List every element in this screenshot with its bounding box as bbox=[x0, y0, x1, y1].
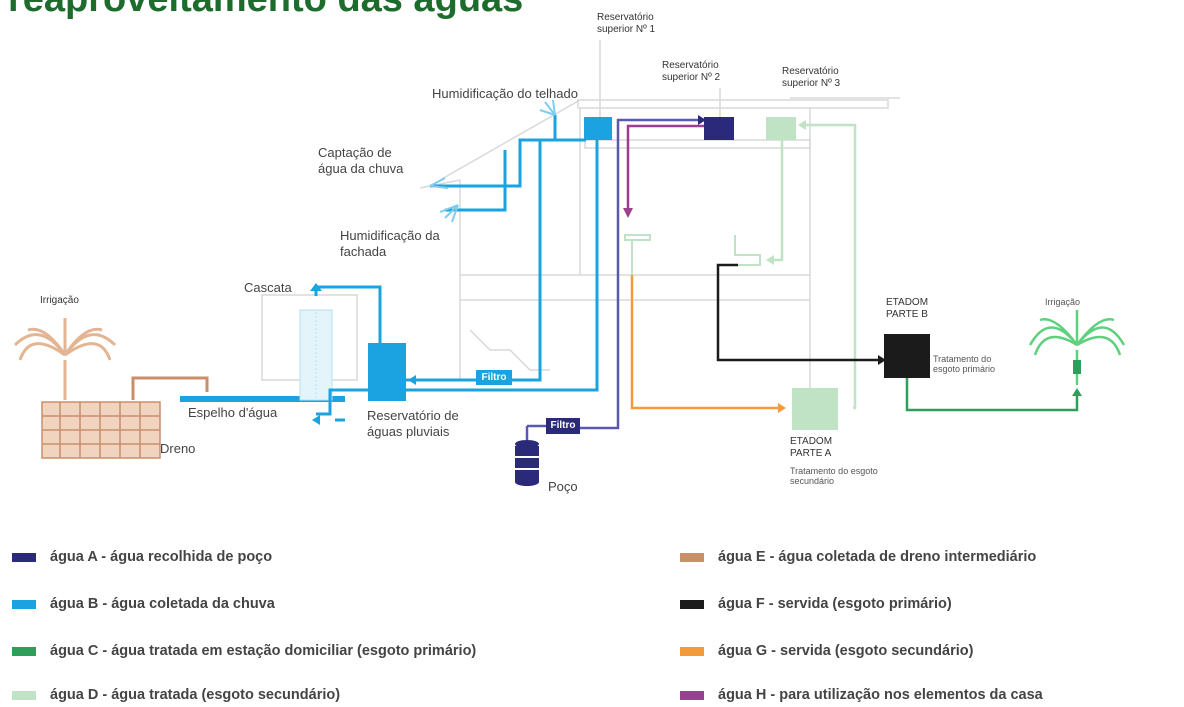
irrigation-sprinkler-left bbox=[13, 318, 117, 400]
legend-item-c: água C - água tratada em estação domicil… bbox=[12, 639, 476, 663]
legend-text-g: água G - servida (esgoto secundário) bbox=[718, 643, 974, 659]
legend-item-g: água G - servida (esgoto secundário) bbox=[680, 639, 973, 663]
line-water-f bbox=[716, 263, 882, 362]
legend-item-f: água F - servida (esgoto primário) bbox=[680, 592, 952, 616]
etadom-part-a bbox=[792, 388, 838, 430]
water-reuse-diagram bbox=[13, 40, 1126, 486]
label-drain: Dreno bbox=[160, 441, 196, 456]
label-cascade: Cascata bbox=[244, 280, 292, 295]
legend-swatch-d bbox=[12, 690, 36, 700]
line-water-b bbox=[314, 115, 599, 422]
well bbox=[515, 440, 539, 486]
label-reflecting-pool: Espelho d'água bbox=[188, 405, 278, 420]
facade-humidification-spray bbox=[439, 204, 459, 223]
drain-brick bbox=[41, 401, 161, 459]
legend-swatch-a bbox=[12, 552, 36, 562]
legend-item-h: água H - para utilização nos elementos d… bbox=[680, 683, 1043, 707]
rain-filter-label: Filtro bbox=[476, 370, 512, 385]
legend-swatch-f bbox=[680, 599, 704, 609]
legend-item-d: água D - água tratada (esgoto secundário… bbox=[12, 683, 340, 707]
legend-text-a: água A - água recolhida de poço bbox=[50, 549, 273, 565]
line-water-h bbox=[626, 124, 704, 210]
legend-swatch-h bbox=[680, 690, 704, 700]
line-water-a bbox=[580, 118, 700, 430]
diagram-title: reaproveitamento das águas bbox=[8, 0, 523, 21]
label-irrigation-right: Irrigação bbox=[1045, 297, 1081, 307]
rainwater-reservoir bbox=[368, 343, 406, 401]
legend-swatch-e bbox=[680, 552, 704, 562]
roof-humidification-spray bbox=[539, 99, 556, 116]
legend-text-h: água H - para utilização nos elementos d… bbox=[718, 687, 1043, 703]
legend-text-e: água E - água coletada de dreno intermed… bbox=[718, 549, 1037, 565]
legend-text-f: água F - servida (esgoto primário) bbox=[718, 596, 952, 612]
reflecting-pool bbox=[180, 396, 345, 402]
label-upper-reservoir-1: Reservatório superior Nº 1 bbox=[597, 12, 656, 35]
legend-swatch-b bbox=[12, 599, 36, 609]
legend-item-b: água B - água coletada da chuva bbox=[12, 592, 275, 616]
irrigation-sprinkler-right bbox=[1028, 310, 1126, 385]
legend-text-b: água B - água coletada da chuva bbox=[50, 596, 275, 612]
etadom-part-b bbox=[884, 334, 930, 378]
legend-item-a: água A - água recolhida de poço bbox=[12, 545, 272, 569]
legend-text-c: água C - água tratada em estação domicil… bbox=[50, 643, 477, 659]
well-filter-label: Filtro bbox=[550, 420, 576, 431]
label-etadom-a: ETADOM PARTE A bbox=[790, 436, 833, 459]
label-etadom-b: ETADOM PARTE B bbox=[886, 297, 929, 320]
legend-swatch-c bbox=[12, 646, 36, 656]
cascade bbox=[299, 309, 333, 401]
line-water-e bbox=[131, 376, 209, 400]
upper-reservoir-3 bbox=[766, 117, 796, 140]
label-rainwater-reservoir: Reservatório de águas pluviais bbox=[367, 408, 459, 439]
upper-reservoir-2 bbox=[704, 117, 734, 140]
house-outline bbox=[261, 99, 889, 400]
bathroom-fixtures bbox=[624, 234, 761, 275]
label-rain-capture: Captação de água da chuva bbox=[318, 145, 404, 176]
upper-reservoir-1 bbox=[584, 117, 612, 140]
rain-capture-spray bbox=[429, 177, 449, 189]
label-irrigation-left: Irrigação bbox=[40, 295, 79, 306]
label-facade-humidification: Humidificação da fachada bbox=[340, 228, 440, 259]
label-roof-humidification: Humidificação do telhado bbox=[432, 86, 578, 101]
label-well: Poço bbox=[548, 479, 578, 494]
label-upper-reservoir-3: Reservatório superior Nº 3 bbox=[782, 66, 841, 89]
legend-item-e: água E - água coletada de dreno intermed… bbox=[680, 545, 1036, 569]
label-upper-reservoir-2: Reservatório superior Nº 2 bbox=[662, 60, 721, 83]
legend-swatch-g bbox=[680, 646, 704, 656]
line-water-g bbox=[630, 275, 780, 410]
legend-text-d: água D - água tratada (esgoto secundário… bbox=[50, 687, 341, 703]
line-water-c bbox=[905, 378, 1079, 412]
well-filter bbox=[546, 418, 580, 434]
label-etadom-b-desc: Tratamento do esgoto primário bbox=[933, 354, 996, 374]
label-etadom-a-desc: Tratamento do esgoto secundário bbox=[790, 466, 878, 486]
line-water-d bbox=[770, 123, 857, 410]
